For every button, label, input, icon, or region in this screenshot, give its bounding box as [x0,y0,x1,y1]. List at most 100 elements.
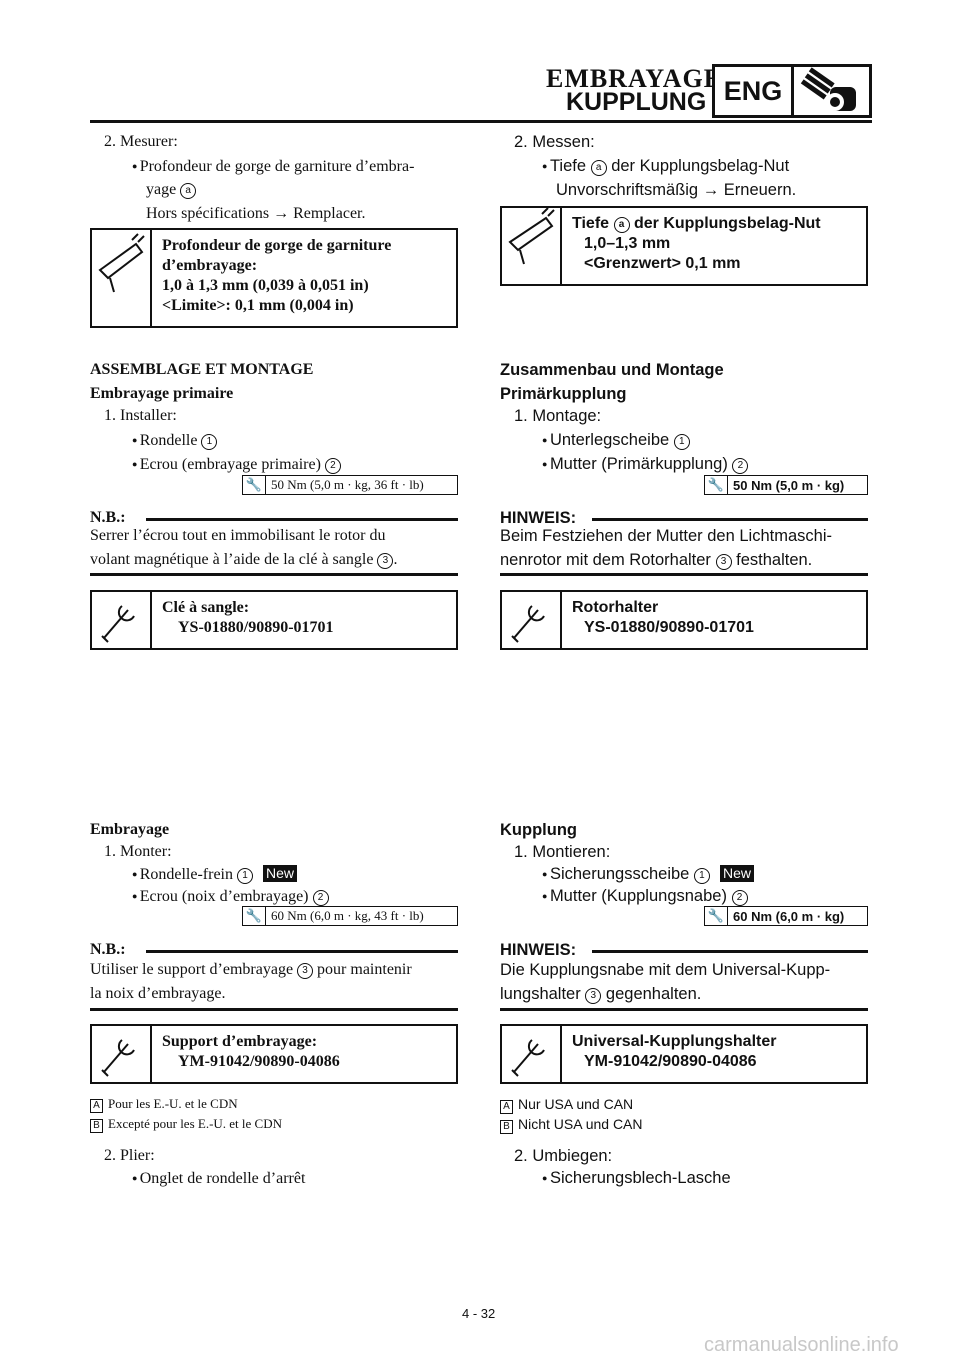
wrench-tool-icon-fr [92,1026,152,1082]
nb1-line2-fr: volant magnétique à l’aide de la clé à s… [90,551,398,569]
mount-bullet2-fr: Ecrou (noix d’embrayage) 2 [132,884,329,909]
callout-3: 3 [377,553,394,569]
engine-icon [800,67,856,111]
wrench-tool-icon-de [502,1026,562,1082]
primary-title-de: Primärkupplung [500,385,627,403]
nb2-rule-fr [146,950,458,953]
callout-2: 2 [731,890,748,906]
callout-a: a [613,217,630,233]
install-bullet1-de: Unterlegscheibe 1 [542,428,690,452]
callout-3: 3 [715,554,732,570]
measure-bullet-fr: Profondeur de gorge de garniture d’embra… [132,154,415,179]
nb2-line2-fr: la noix d’embrayage. [90,985,226,1002]
assembly-title-de: Zusammenbau und Montage [500,361,724,379]
nb2-line1-de: Die Kupplungsnabe mit dem Universal-Kupp… [500,961,831,979]
nb2-end-rule-fr [90,1008,458,1011]
install-bullet2-fr: Ecrou (embrayage primaire) 2 [132,452,341,477]
caliper-icon-de [502,207,562,284]
nb2-label-fr: N.B.: [90,941,126,958]
wrench-tool-icon-de [502,592,562,648]
callout-2: 2 [312,890,329,906]
bend-bullet-fr: Onglet de rondelle d’arrêt [132,1166,306,1191]
engine-icon-box [794,64,872,118]
bend-step-de: 2. Umbiegen: [514,1147,613,1165]
measure-result-de: Unvorschriftsmäßig → Erneuern. [556,181,797,199]
measure-step-fr: 2. Mesurer: [104,133,178,150]
primary-title-fr: Embrayage primaire [90,385,234,402]
tool-box-fr: Clé à sangle:YS-01880/90890-01701 [90,590,458,650]
note-b-box: B [500,1120,513,1134]
wrench-icon: 🔧 [243,476,266,494]
nb2-end-rule-de [500,1008,868,1011]
new-badge: New [262,865,297,882]
callout-1: 1 [673,434,690,450]
nb2-line2-de: lungshalter 3 gegenhalten. [500,985,702,1004]
nb-rule-fr [146,518,458,521]
callout-1: 1 [201,434,218,450]
measure-step-de: 2. Messen: [514,133,595,151]
header-title-fr: EMBRAYAGE [546,64,723,93]
install-step-fr: 1. Installer: [104,407,177,424]
callout-a: a [180,183,197,199]
wrench-tool-icon-fr [92,592,152,648]
header-title-de: KUPPLUNG [566,88,707,116]
assembly-title-fr: ASSEMBLAGE ET MONTAGE [90,361,314,378]
mount-bullet2-de: Mutter (Kupplungsnabe) 2 [542,884,748,908]
note-b-box: B [90,1119,103,1133]
measure-bullet-fr-line2: yage a [146,178,197,202]
callout-a: a [590,160,607,176]
tool2-box-fr: Support d’embrayage:YM-91042/90890-04086 [90,1024,458,1084]
page-number: 4 - 32 [462,1306,496,1321]
callout-2: 2 [324,458,341,474]
nb2-line1-fr: Utiliser le support d’embrayage 3 pour m… [90,961,412,979]
caliper-icon-fr [92,230,152,326]
nb1-line2-de: nenrotor mit dem Rotorhalter 3 festhalte… [500,551,813,570]
new-badge: New [719,865,754,882]
nb1-line1-de: Beim Festziehen der Mutter den Lichtmasc… [500,527,832,545]
install-bullet1-fr: Rondelle 1 [132,428,218,453]
nb-label-de: HINWEIS: [500,509,577,527]
spec-text-de: Tiefe a der Kupplungsbelag-Nut 1,0–1,3 m… [572,215,821,272]
measure-result-fr: Hors spécifications → Remplacer. [146,205,366,222]
wrench-icon: 🔧 [243,907,266,925]
nb2-rule-de [592,950,868,953]
callout-2: 2 [732,458,749,474]
install-bullet2-de: Mutter (Primärkupplung) 2 [542,452,749,476]
watermark: carmanualsonline.info [704,1334,899,1356]
clutch-title-de: Kupplung [500,821,577,839]
nb-end-rule-fr [90,573,458,576]
nb1-line1-fr: Serrer l’écrou tout en immobilisant le r… [90,527,386,544]
note-a-box: A [500,1100,513,1114]
torque-spec2-de: 🔧60 Nm (6,0 m · kg) [704,906,868,926]
mount-step-de: 1. Montieren: [514,843,611,861]
torque-spec-fr: 🔧50 Nm (5,0 m · kg, 36 ft · lb) [242,475,458,495]
callout-1: 1 [693,868,710,884]
mount-step-fr: 1. Monter: [104,843,172,860]
wrench-icon: 🔧 [705,476,728,494]
torque-spec2-fr: 🔧60 Nm (6,0 m · kg, 43 ft · lb) [242,906,458,926]
nb2-label-de: HINWEIS: [500,941,577,959]
callout-3: 3 [297,963,314,979]
callout-1: 1 [236,868,253,884]
eng-badge: ENG [712,64,794,118]
measure-bullet-de: Tiefe a der Kupplungsbelag-Nut [542,154,789,178]
nb-end-rule-de [500,573,868,576]
tool2-text-fr: Support d’embrayage:YM-91042/90890-04086 [162,1033,340,1070]
header-rule [90,120,872,123]
install-step-de: 1. Montage: [514,407,602,425]
nb-rule-de [592,518,868,521]
nb-label-fr: N.B.: [90,509,126,526]
bend-step-fr: 2. Plier: [104,1147,155,1164]
callout-3: 3 [585,988,602,1004]
